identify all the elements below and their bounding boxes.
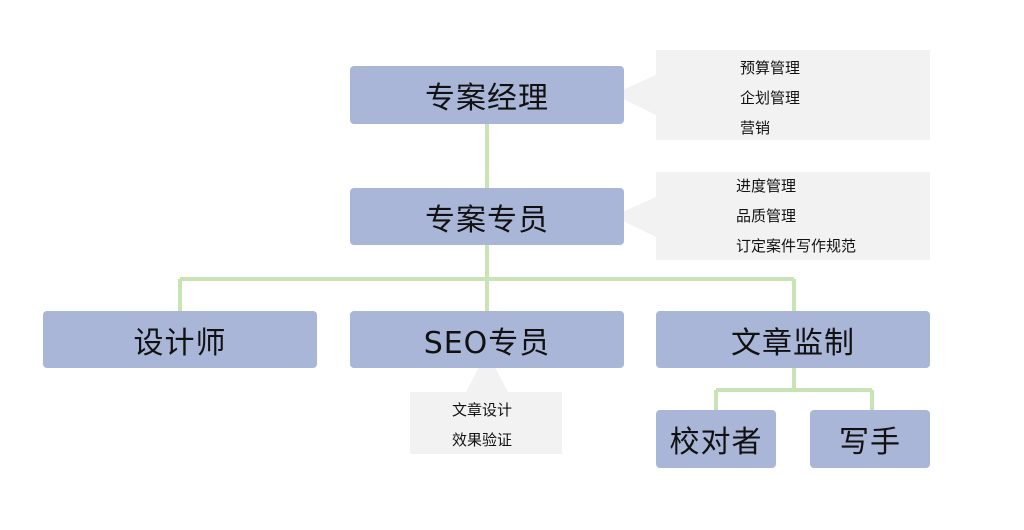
note-pointer-specialist	[613, 197, 656, 237]
note-line: 订定案件写作规范	[736, 237, 857, 255]
note-pointer-manager	[613, 75, 656, 115]
note-pointers	[466, 75, 656, 392]
note-line: 品质管理	[736, 207, 797, 225]
node-project-manager: 专案经理	[350, 66, 624, 124]
node-proofreader: 校对者	[656, 410, 776, 468]
note-line: 预算管理	[740, 59, 801, 77]
node-seo-specialist: SEO专员	[350, 311, 624, 368]
node-article-supervision: 文章监制	[656, 311, 930, 368]
note-line: 企划管理	[740, 89, 801, 107]
note-project-specialist: 进度管理 品质管理 订定案件写作规范	[656, 172, 930, 260]
note-line: 文章设计	[452, 401, 513, 419]
note-line: 营销	[740, 119, 771, 137]
tree-connectors	[178, 124, 874, 410]
note-seo-specialist: 文章设计 效果验证	[410, 392, 562, 454]
note-line: 效果验证	[452, 431, 513, 449]
note-project-manager: 预算管理 企划管理 营销	[656, 50, 930, 140]
note-pointer-seo	[466, 352, 508, 392]
node-writer: 写手	[810, 410, 930, 468]
node-project-specialist: 专案专员	[350, 188, 624, 245]
node-designer: 设计师	[43, 311, 317, 368]
note-line: 进度管理	[736, 177, 797, 195]
